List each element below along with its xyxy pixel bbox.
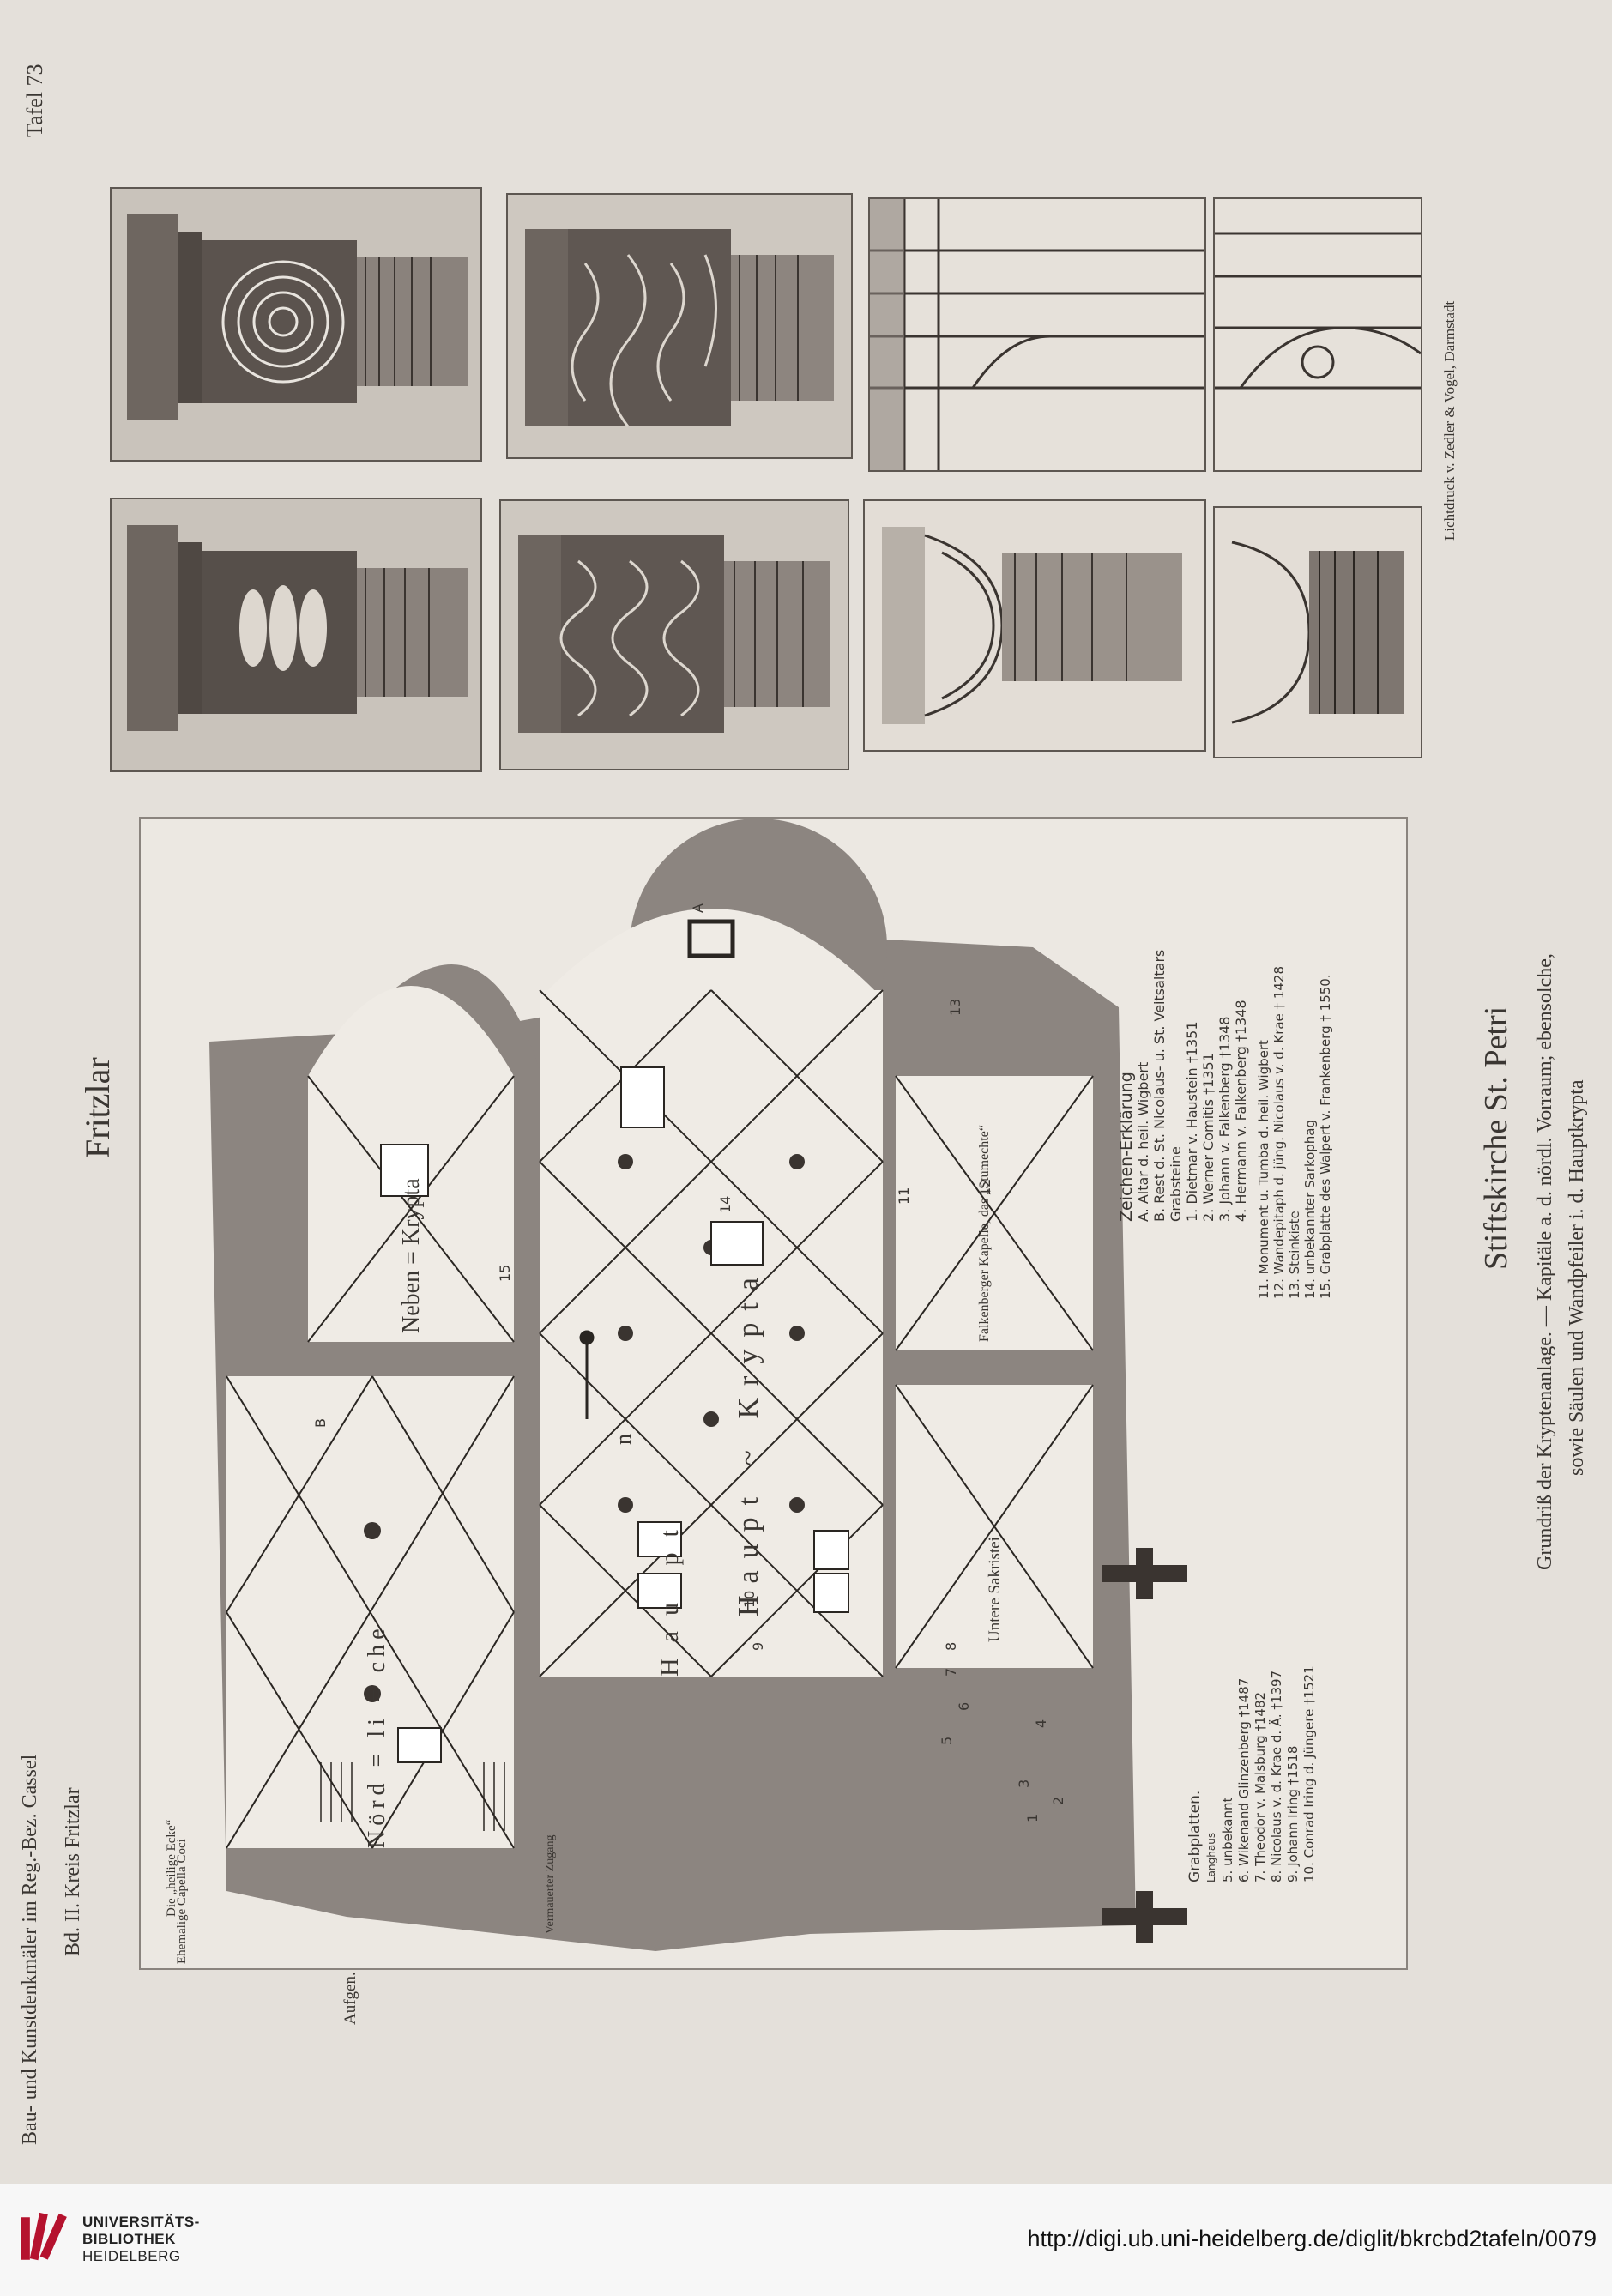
pier-drawing-2	[1213, 197, 1422, 472]
capital-3-illustration	[112, 499, 480, 770]
marker-2: 2	[1050, 1796, 1066, 1805]
pier-1-illustration	[870, 199, 1204, 470]
column-1-illustration	[865, 501, 1204, 750]
logo-line-3: HEIDELBERG	[82, 2248, 181, 2264]
plan-markers: A B 1 2 3 4 5 6 7 8 9 10 11 12 13 14 15	[141, 819, 1406, 1968]
capital-drawing-3	[110, 498, 482, 772]
marker-3: 3	[1016, 1779, 1032, 1788]
capital-drawing-1	[110, 187, 482, 462]
marker-b: B	[312, 1418, 329, 1428]
pier-2-illustration	[1215, 199, 1421, 470]
marker-4: 4	[1033, 1719, 1049, 1728]
logo-line-2: BIBLIOTHEK	[82, 2231, 176, 2247]
marker-6: 6	[956, 1701, 972, 1711]
series-title: Bau- und Kunstdenkmäler im Reg.-Bez. Cas…	[19, 1754, 41, 2145]
pier-drawing-1	[868, 197, 1206, 472]
printer-credit: Lichtdruck v. Zedler & Vogel, Darmstadt	[1441, 300, 1458, 541]
capital-drawing-4	[499, 499, 849, 770]
marker-a: A	[690, 903, 706, 913]
column-2-illustration	[1215, 508, 1421, 757]
capital-1-illustration	[112, 189, 480, 460]
logo-line-1: UNIVERSITÄTS-	[82, 2214, 200, 2230]
library-logo-icon	[21, 2212, 67, 2261]
plate-page: Bau- und Kunstdenkmäler im Reg.-Bez. Cas…	[0, 0, 1612, 2184]
source-url-link[interactable]: http://digi.ub.uni-heidelberg.de/diglit/…	[1027, 2226, 1597, 2251]
marker-14: 14	[717, 1195, 734, 1213]
volume-title: Bd. II. Kreis Fritzlar	[62, 1787, 84, 1956]
capital-4-illustration	[501, 501, 848, 769]
column-drawing-1	[863, 499, 1206, 752]
marker-1: 1	[1024, 1813, 1041, 1822]
marker-15: 15	[497, 1264, 513, 1282]
ground-plan-drawing	[209, 819, 1187, 1951]
capital-2-illustration	[508, 195, 851, 457]
marker-7: 7	[943, 1667, 959, 1677]
caption-title: Stiftskirche St. Petri	[1478, 1006, 1514, 1270]
marker-13: 13	[947, 998, 963, 1016]
altar-a-marker	[687, 919, 735, 958]
marker-12: 12	[977, 1178, 993, 1196]
marker-9: 9	[750, 1641, 766, 1651]
place-title: Fritzlar	[78, 1057, 117, 1158]
marker-10: 10	[741, 1590, 758, 1608]
marker-5: 5	[939, 1736, 955, 1745]
marker-11: 11	[896, 1187, 912, 1205]
plate-number: Tafel 73	[22, 63, 47, 137]
marker-8: 8	[943, 1641, 959, 1651]
library-footer: UNIVERSITÄTS- BIBLIOTHEK HEIDELBERG http…	[0, 2184, 1612, 2296]
caption-line2: sowie Säulen und Wandpfeiler i. d. Haupt…	[1566, 1079, 1588, 1476]
column-drawing-2	[1213, 506, 1422, 758]
caption-line1: Grundriß der Kryptenanlage. — Kapitäle a…	[1534, 953, 1556, 1570]
capital-drawing-2	[506, 193, 853, 459]
crypt-ground-plan: n Neben = Krypta Haupt ~ Krypta Hau pt N…	[139, 817, 1408, 1970]
